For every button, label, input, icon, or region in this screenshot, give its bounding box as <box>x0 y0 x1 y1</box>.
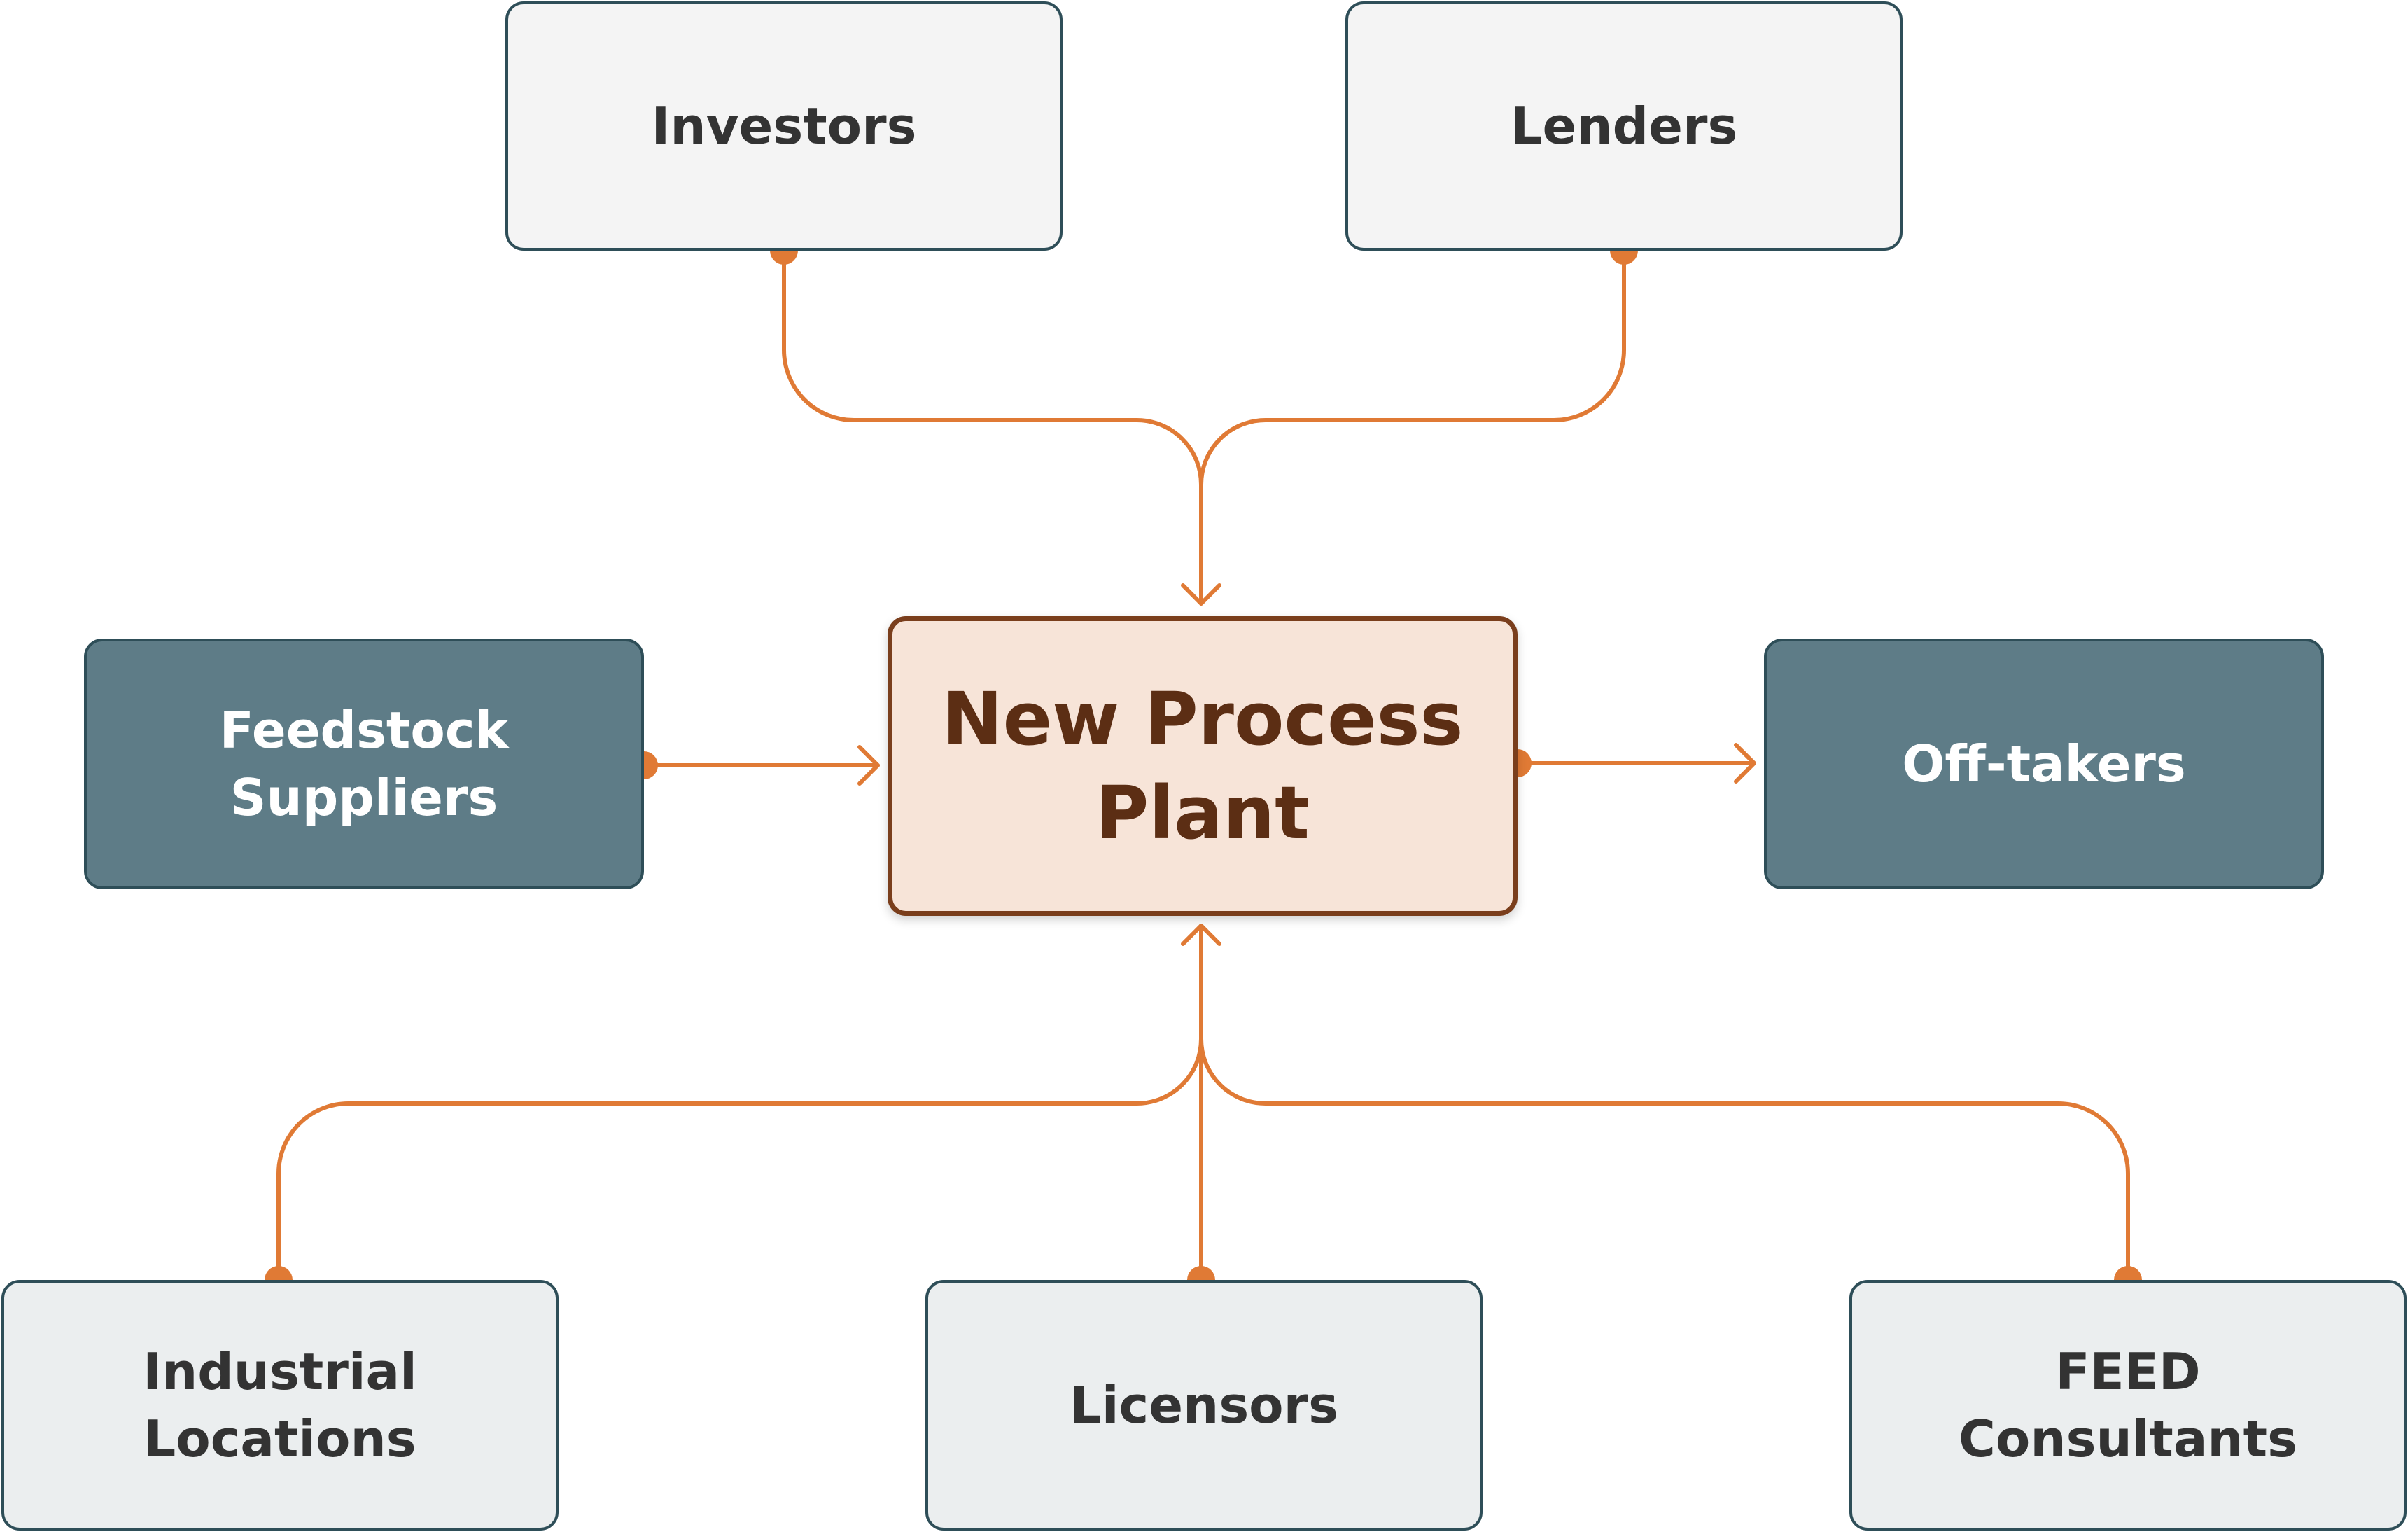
node-industrial-locations: Industrial Locations <box>1 1280 559 1531</box>
connector-industrial-to-plant <box>276 1037 1203 1282</box>
node-feed-consultants: FEED Consultants <box>1849 1280 2407 1531</box>
arrowhead-right <box>1734 743 1756 784</box>
node-licensors: Licensors <box>925 1280 1483 1531</box>
node-off-takers: Off-takers <box>1764 639 2324 889</box>
node-investors: Investors <box>505 1 1063 251</box>
arrowhead-top <box>1181 583 1222 606</box>
node-lenders: Lenders <box>1345 1 1903 251</box>
node-new-process-plant: New Process Plant <box>888 616 1518 916</box>
connector-investors-to-plant <box>782 249 1203 606</box>
arrowhead-left <box>858 745 880 786</box>
node-feedstock-suppliers: Feedstock Suppliers <box>84 639 644 889</box>
connector-lenders-to-plant <box>1199 249 1626 487</box>
arrowhead-bottom <box>1181 924 1222 946</box>
connector-feed-to-plant <box>1199 1037 2130 1282</box>
